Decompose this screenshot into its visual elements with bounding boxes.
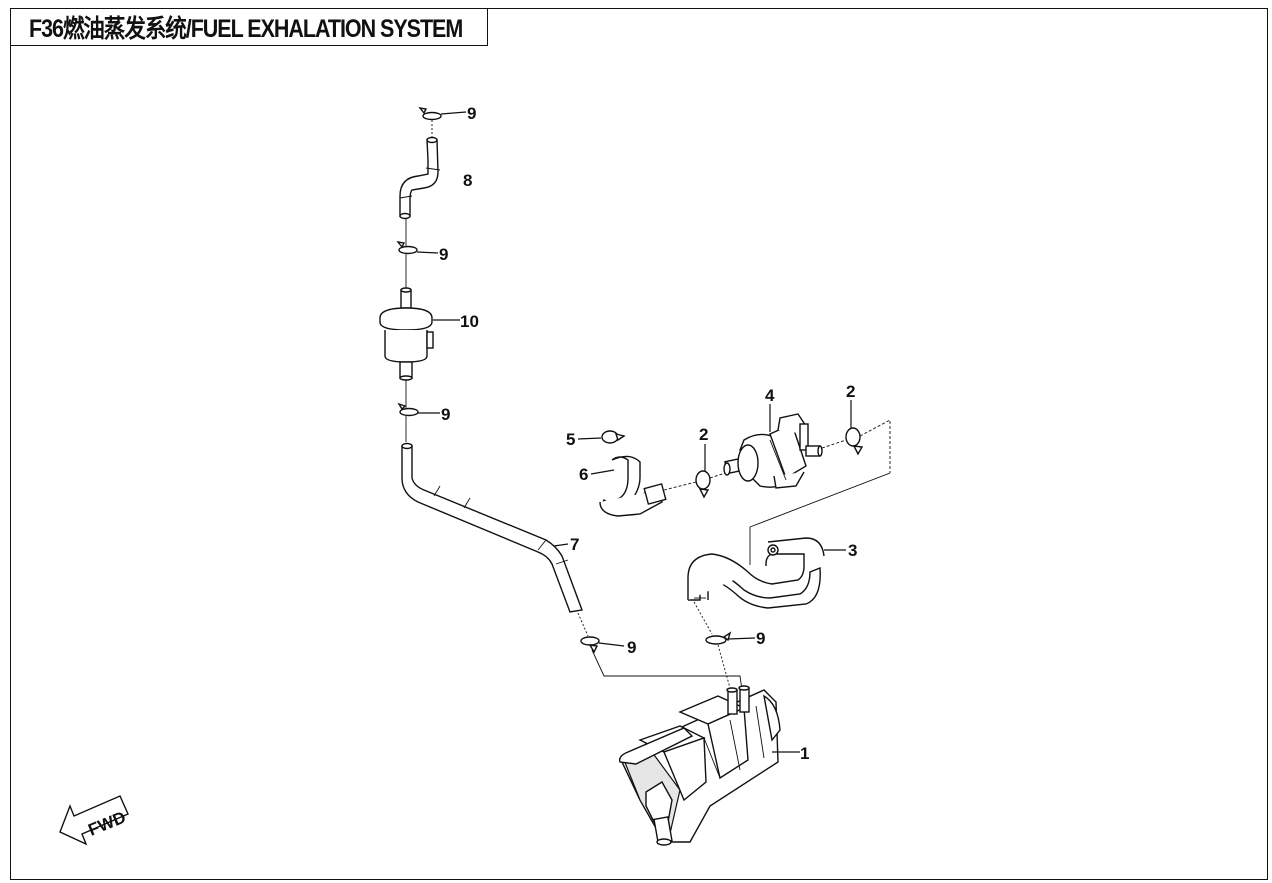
callout-2-right: 2 bbox=[846, 382, 855, 401]
callout-2-left: 2 bbox=[699, 425, 708, 444]
part-2-clip-right bbox=[845, 400, 864, 456]
part-2-clip-left bbox=[695, 444, 711, 499]
part-9-clip-mid bbox=[397, 402, 440, 417]
callout-4: 4 bbox=[765, 386, 775, 405]
part-9-clip-left bbox=[580, 636, 625, 654]
part-9-clip-upper bbox=[396, 241, 439, 255]
part-7-hose bbox=[401, 442, 583, 613]
part-10-filter bbox=[379, 287, 460, 381]
callout-5: 5 bbox=[566, 430, 575, 449]
fwd-arrow-icon: FWD bbox=[59, 795, 129, 846]
callout-10: 10 bbox=[460, 312, 479, 331]
callout-7: 7 bbox=[570, 535, 579, 554]
part-1-canister bbox=[618, 685, 800, 846]
part-3-hose bbox=[687, 537, 846, 609]
part-5-clip bbox=[577, 430, 626, 444]
callout-9-upper: 9 bbox=[439, 245, 448, 264]
title-box: F36燃油蒸发系统/FUEL EXHALATION SYSTEM bbox=[10, 8, 488, 46]
page-title: F36燃油蒸发系统/FUEL EXHALATION SYSTEM bbox=[29, 15, 463, 43]
callout-3: 3 bbox=[848, 541, 857, 560]
callout-6: 6 bbox=[579, 465, 588, 484]
drawing-frame bbox=[10, 8, 1268, 880]
part-6-hose bbox=[590, 455, 667, 517]
callout-1: 1 bbox=[800, 744, 809, 763]
callout-9-right: 9 bbox=[756, 629, 765, 648]
callout-9-left: 9 bbox=[627, 638, 636, 657]
part-8-hose bbox=[399, 136, 441, 220]
callout-9-mid: 9 bbox=[441, 405, 450, 424]
part-9-clip-right bbox=[705, 631, 756, 645]
part-9-clip-top bbox=[418, 107, 467, 121]
part-4-solenoid-valve bbox=[723, 404, 823, 489]
callout-9-top: 9 bbox=[467, 104, 476, 123]
callout-8: 8 bbox=[463, 171, 472, 190]
